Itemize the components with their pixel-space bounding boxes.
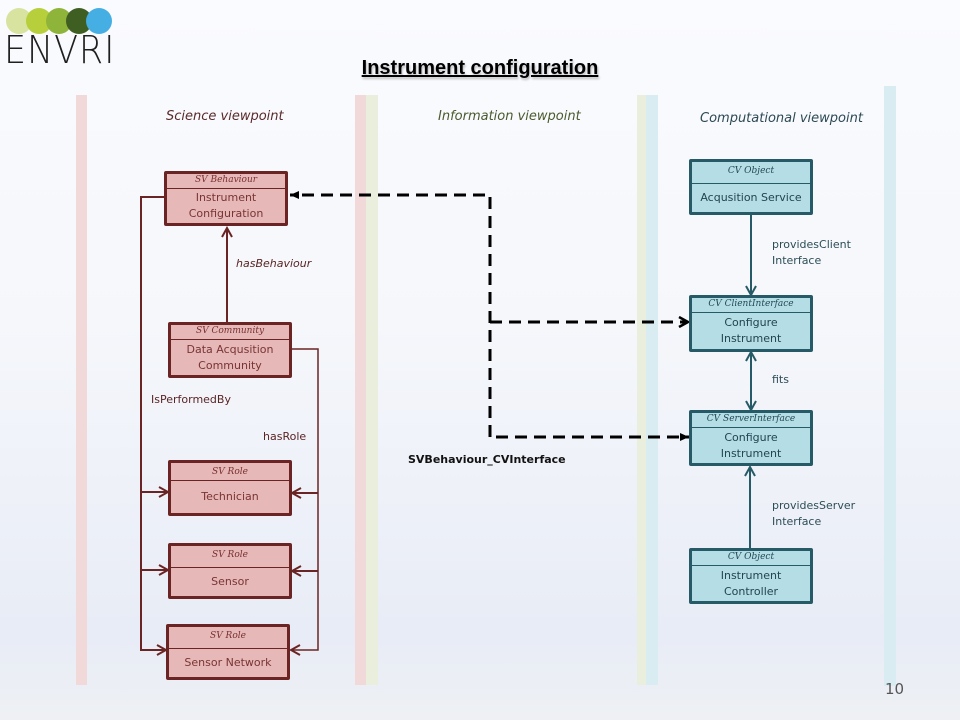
provides-server-interface-label: providesServer Interface [772,499,856,528]
stereotype-label: CV ClientInterface [692,298,810,313]
computational-band-right [884,86,896,686]
stereotype-label: SV Community [171,325,289,340]
cv-server-interface-configure-instrument: CV ServerInterface Configure Instrument [689,410,813,466]
sv-behaviour-instrument-configuration: SV Behaviour Instrument Configuration [164,171,288,226]
information-band-right [637,95,646,685]
object-name: Data Acqusition Community [186,342,274,372]
stereotype-label: CV Object [692,551,810,566]
cv-client-interface-configure-instrument: CV ClientInterface Configure Instrument [689,295,813,352]
computational-viewpoint-label: Computational viewpoint [700,111,863,126]
is-performed-by-line [140,196,166,650]
slide-title: Instrument configuration [361,57,599,79]
has-role-label: hasRole [263,430,307,443]
cv-object-instrument-controller: CV Object Instrument Controller [689,548,813,604]
sv-role-sensor: SV Role Sensor [168,543,292,599]
science-band-left [76,95,87,685]
stereotype-label: CV Object [692,162,810,184]
computational-band-left [646,95,658,685]
stereotype-label: CV ServerInterface [692,413,810,428]
fits-label: fits [772,373,789,386]
has-role-line [290,348,319,650]
logo-dot [86,8,112,34]
object-name: Technician [201,490,259,503]
correspondence-label: SVBehaviour_CVInterface [408,453,566,466]
envri-logo: ENVRI [4,6,114,72]
sv-role-technician: SV Role Technician [168,460,292,516]
stereotype-label: SV Behaviour [167,174,285,189]
sv-role-sensor-network: SV Role Sensor Network [166,624,290,680]
page-number: 10 [885,680,905,698]
object-name: Configure Instrument [720,316,782,345]
object-name: Configure Instrument [720,430,782,460]
stereotype-label: SV Role [171,463,289,481]
logo-text: ENVRI [4,28,116,72]
stereotype-label: SV Role [171,546,289,568]
object-name: Acqusition Service [700,191,802,204]
stereotype-label: SV Role [169,627,287,649]
provides-client-interface-label: providesClient Interface [772,238,851,267]
information-band-left [366,95,378,685]
object-name: Instrument Configuration [188,191,264,220]
science-viewpoint-label: Science viewpoint [166,109,284,124]
science-band-right [355,95,366,685]
has-behaviour-label: hasBehaviour [236,257,312,270]
object-name: Sensor Network [184,656,272,669]
correspondence-to-behaviour [290,191,492,437]
information-viewpoint-label: Information viewpoint [438,109,581,124]
object-name: Sensor [211,575,249,588]
sv-community-data-acquisition: SV Community Data Acqusition Community [168,322,292,378]
is-performed-by-label: IsPerformedBy [151,393,231,406]
cv-object-acquisition-service: CV Object Acqusition Service [689,159,813,215]
object-name: Instrument Controller [720,568,782,598]
